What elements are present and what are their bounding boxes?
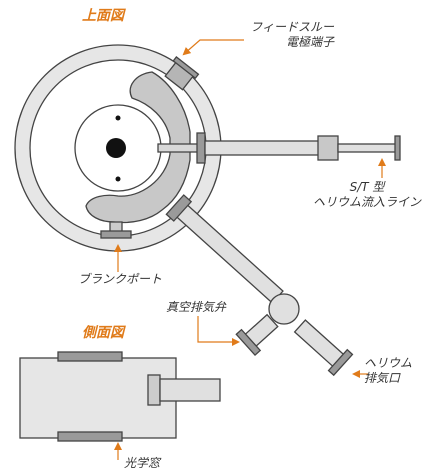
side-top-flange [57, 351, 123, 362]
center-bore [106, 138, 126, 158]
transfer-tip [337, 143, 397, 153]
side-view-title: 側面図 [82, 325, 124, 341]
transfer-coupling [317, 135, 339, 161]
exhaust-arm [165, 194, 284, 304]
st-line-label-line1: S/T 型 [349, 180, 385, 194]
he-exhaust-label: ヘリウム 排気口 [364, 356, 412, 386]
screw-hole-bottom [115, 176, 121, 182]
blank-port-flange [100, 230, 132, 239]
feedthrough-port [164, 56, 200, 91]
feedthrough-label-line2: 電極端子 [285, 35, 334, 49]
screw-hole-top [115, 115, 121, 121]
inner-rod [157, 143, 199, 153]
he-exhaust [293, 319, 354, 377]
blank-port-label: ブランクポート [78, 272, 163, 286]
leader-feedthrough [182, 39, 244, 56]
side-view [19, 351, 221, 442]
st-line-label: S/T 型 ヘリウム流入ライン [302, 180, 432, 210]
side-bottom-flange [57, 431, 123, 442]
valve-body [268, 293, 300, 325]
side-port-collar [147, 374, 161, 406]
transfer-tube [204, 140, 324, 156]
inner-flange [196, 132, 206, 164]
leader-vacuum-valve [197, 316, 240, 346]
leader-lines [114, 39, 386, 460]
he-exhaust-label-line1: ヘリウム [364, 356, 413, 370]
top-view [14, 44, 401, 377]
top-view-title: 上面図 [82, 8, 124, 24]
feedthrough-label: フィードスルー 電極端子 [238, 20, 334, 50]
vacuum-valve [235, 313, 279, 357]
feedthrough-label-line1: フィードスルー [250, 20, 334, 34]
side-port-tube [159, 378, 221, 402]
st-line-label-line2: ヘリウム流入ライン [312, 195, 421, 209]
he-exhaust-label-line2: 排気口 [364, 371, 401, 385]
transfer-end-cap [394, 135, 401, 161]
vacuum-valve-label: 真空排気弁 [166, 300, 227, 314]
optical-window-label: 光学窓 [124, 456, 161, 470]
